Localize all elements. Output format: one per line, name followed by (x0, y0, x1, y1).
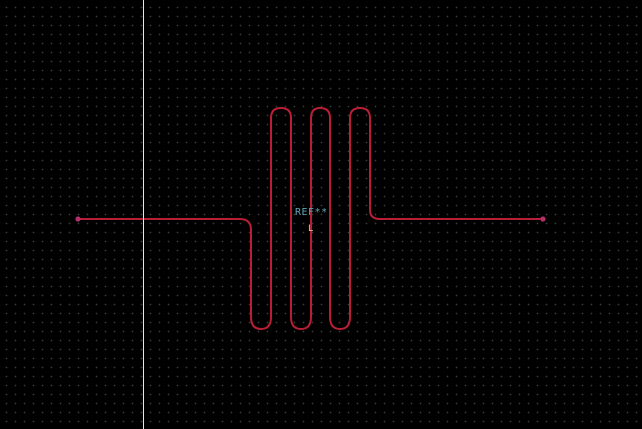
cursor-crosshair-line (143, 0, 144, 429)
footprint-value[interactable]: L (308, 224, 313, 234)
reference-designator[interactable]: REF** (295, 207, 328, 218)
meander-inductor-track[interactable] (77, 107, 544, 330)
pad-right[interactable] (540, 216, 546, 222)
pad-left[interactable] (75, 216, 81, 222)
